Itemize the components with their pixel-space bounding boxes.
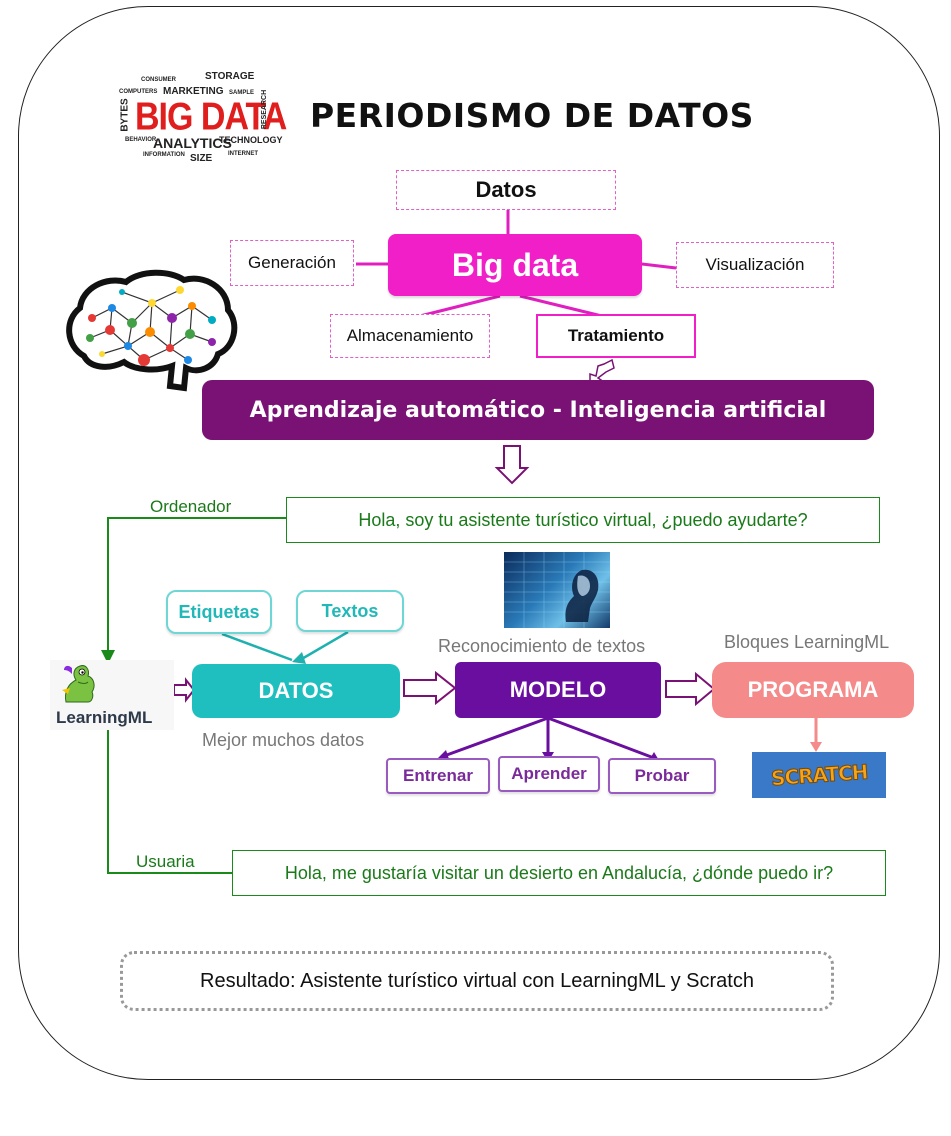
aprender-box: Aprender [498,756,600,792]
wc-marketing: MARKETING [163,86,224,97]
bloques-caption: Bloques LearningML [724,632,890,652]
programa-box: PROGRAMA [712,662,914,718]
wc-computers: COMPUTERS [119,89,158,95]
wc-information: INFORMATION [143,152,185,158]
wc-behavior: BEHAVIOR [125,137,157,143]
etiquetas-box: Etiquetas [166,590,272,634]
scratch-logo: SCRATCH [752,752,886,798]
wc-storage: STORAGE [205,71,255,82]
resultado-box: Resultado: Asistente turístico virtual c… [120,951,834,1011]
wc-technology: TECHNOLOGY [219,135,283,145]
wc-internet: INTERNET [228,151,258,157]
probar-box: Probar [608,758,716,794]
ai-bar: Aprendizaje automático - Inteligencia ar… [202,380,874,440]
wc-size: SIZE [190,153,213,164]
usuaria-message: Hola, me gustaría visitar un desierto en… [232,850,886,896]
tratamiento-box: Tratamiento [536,314,696,358]
modelo-box: MODELO [455,662,661,718]
ordenador-message: Hola, soy tu asistente turístico virtual… [286,497,880,543]
learningml-logo: LearningML [50,660,174,730]
visualizacion-box: Visualización [676,242,834,288]
wc-sample: SAMPLE [229,90,255,96]
generacion-box: Generación [230,240,354,286]
mejor-datos-note: Mejor muchos datos [202,730,365,750]
big-data-wordcloud: STORAGE CONSUMER MARKETING COMPUTERS SAM… [115,70,287,170]
scratch-label: SCRATCH [770,759,869,791]
wc-big-data: BIG DATA [135,95,287,139]
wc-consumer: CONSUMER [141,77,177,83]
datos-main-box: DATOS [192,664,400,718]
reconocimiento-caption: Reconocimiento de textos [438,636,646,656]
brain-icon [66,269,238,392]
wc-analytics: ANALYTICS [153,135,232,151]
textos-box: Textos [296,590,404,632]
wc-research: RESEARCH [261,89,269,130]
face-recognition-image [504,552,610,628]
wc-bytes: BYTES [119,98,131,132]
almacenamiento-box: Almacenamiento [330,314,490,358]
ordenador-label: Ordenador [150,497,232,516]
usuaria-label: Usuaria [136,852,195,871]
entrenar-box: Entrenar [386,758,490,794]
big-data-box: Big data [388,234,642,296]
page-title: PERIODISMO DE DATOS [310,96,754,135]
learningml-label: LearningML [56,708,153,727]
dragon-icon [62,665,95,703]
datos-box: Datos [396,170,616,210]
